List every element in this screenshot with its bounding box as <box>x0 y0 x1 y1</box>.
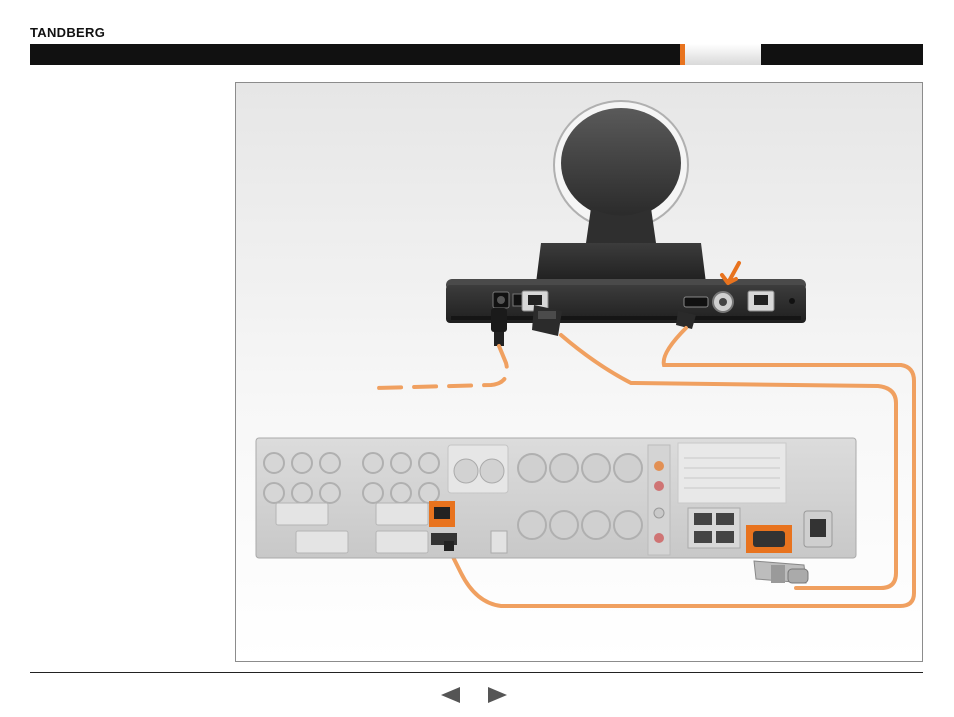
power-cable-dashed <box>376 346 507 388</box>
diagram-canvas <box>236 83 924 663</box>
power-plug <box>491 308 507 346</box>
info-label-panel <box>678 443 786 503</box>
brand-logo: TANDBERG <box>30 25 105 40</box>
top-navigation-bar <box>30 44 923 65</box>
active-tab[interactable] <box>685 44 761 65</box>
footer-rule <box>30 672 923 673</box>
camera-lens-housing <box>561 108 681 218</box>
codec <box>256 438 856 558</box>
connection-diagram <box>235 82 923 662</box>
usb-port <box>491 531 507 553</box>
pointer-arrow-icon <box>722 263 739 283</box>
triangle-left-icon[interactable] <box>441 687 460 703</box>
camera-stand <box>536 243 706 283</box>
serial-plug <box>754 561 808 583</box>
triangle-right-icon[interactable] <box>488 687 507 703</box>
camera <box>446 101 806 323</box>
hdmi-port <box>684 297 708 307</box>
